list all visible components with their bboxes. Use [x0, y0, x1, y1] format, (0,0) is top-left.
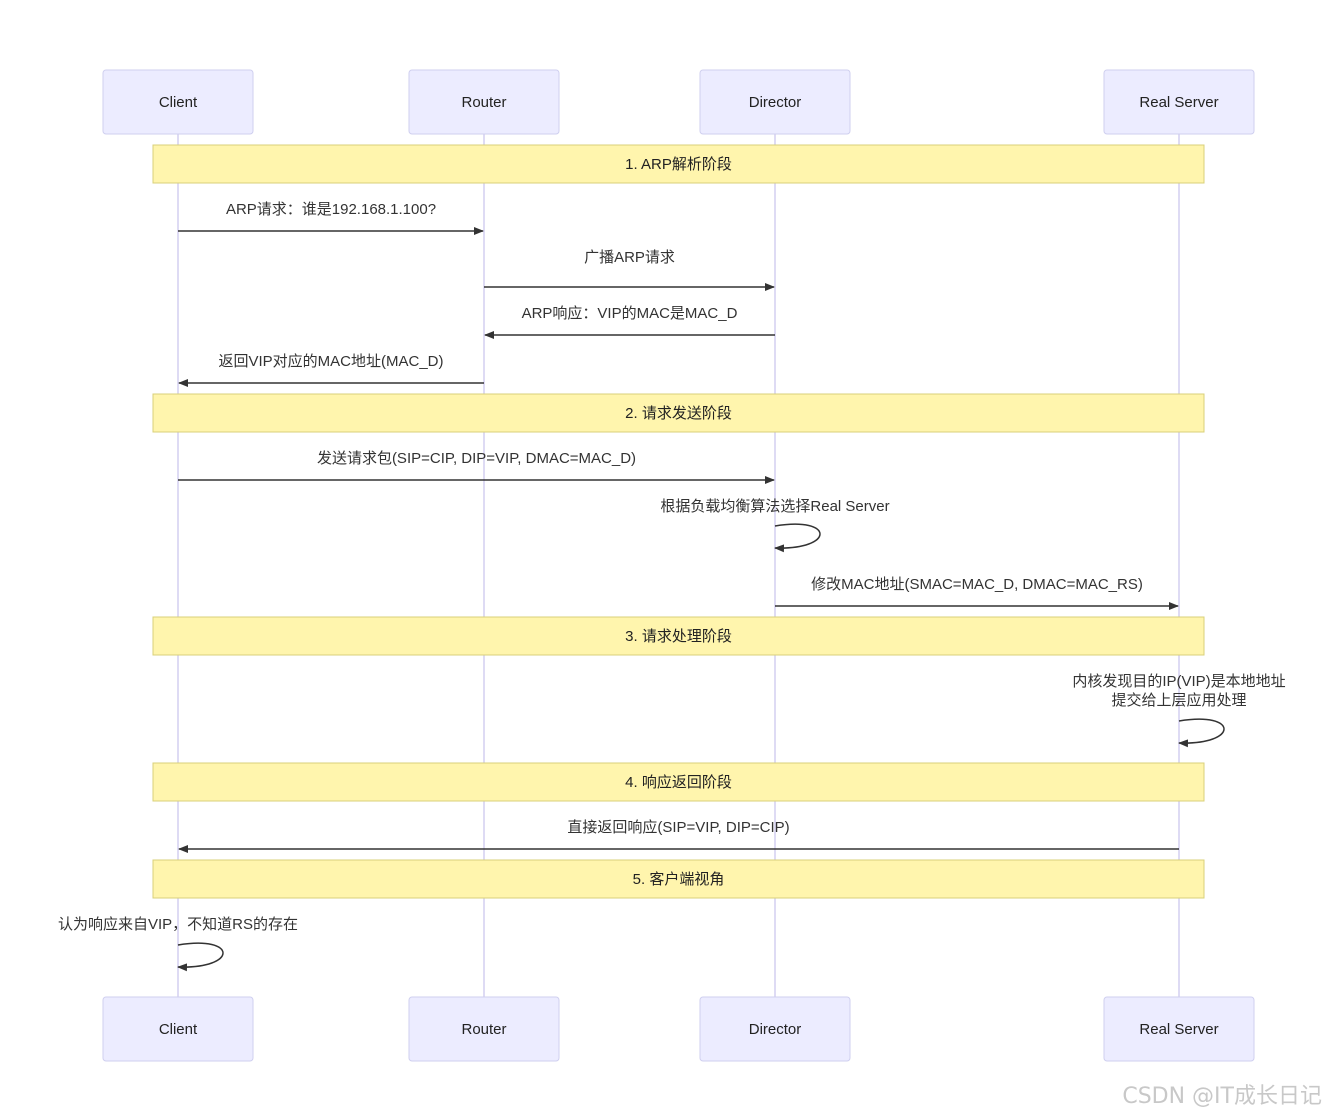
phase-label: 3. 请求处理阶段	[625, 628, 732, 645]
phase-note: 2. 请求发送阶段	[152, 393, 1205, 433]
actor-director-bottom: Director	[699, 996, 851, 1062]
message-label: 修改MAC地址(SMAC=MAC_D, DMAC=MAC_RS)	[811, 576, 1143, 593]
self-loop-arrow	[177, 942, 224, 972]
actor-rs-top: Real Server	[1103, 69, 1255, 135]
actor-label: Real Server	[1139, 94, 1218, 111]
message-arrow: 发送请求包(SIP=CIP, DIP=VIP, DMAC=MAC_D)	[178, 450, 775, 484]
phase-note: 3. 请求处理阶段	[152, 616, 1205, 656]
phase-note: 1. ARP解析阶段	[152, 144, 1205, 184]
phase-label: 1. ARP解析阶段	[625, 156, 732, 173]
actor-client-top: Client	[102, 69, 254, 135]
message-label: 内核发现目的IP(VIP)是本地地址	[1072, 673, 1285, 690]
actor-router-bottom: Router	[408, 996, 560, 1062]
message-label: 返回VIP对应的MAC地址(MAC_D)	[218, 352, 443, 370]
actor-label: Client	[159, 94, 198, 111]
message-label: 根据负载均衡算法选择Real Server	[660, 497, 889, 515]
self-message: 根据负载均衡算法选择Real Server	[660, 497, 890, 553]
actor-label: Client	[159, 1021, 198, 1038]
message-label: 认为响应来自VIP，不知道RS的存在	[58, 915, 298, 933]
actor-director-top: Director	[699, 69, 851, 135]
message-label: 提交给上层应用处理	[1111, 691, 1246, 709]
message-arrow: ARP响应：VIP的MAC是MAC_D	[484, 304, 775, 339]
message-label: ARP请求：谁是192.168.1.100?	[226, 201, 436, 218]
message-arrow: 返回VIP对应的MAC地址(MAC_D)	[178, 352, 484, 387]
message-label: ARP响应：VIP的MAC是MAC_D	[522, 304, 738, 322]
message-label: 广播ARP请求	[584, 249, 675, 266]
actor-label: Director	[749, 1021, 802, 1038]
actor-label: Director	[749, 94, 802, 111]
phase-label: 2. 请求发送阶段	[625, 405, 732, 422]
self-loop-arrow	[1178, 718, 1225, 748]
actor-label: Real Server	[1139, 1021, 1218, 1038]
actor-label: Router	[461, 94, 506, 111]
actor-rs-bottom: Real Server	[1103, 996, 1255, 1062]
phase-note: 4. 响应返回阶段	[152, 762, 1205, 802]
phase-note: 5. 客户端视角	[152, 859, 1205, 899]
phase-label: 5. 客户端视角	[633, 871, 725, 888]
message-arrow: ARP请求：谁是192.168.1.100?	[178, 201, 484, 235]
actor-label: Router	[461, 1021, 506, 1038]
message-label: 直接返回响应(SIP=VIP, DIP=CIP)	[567, 818, 789, 836]
self-message: 认为响应来自VIP，不知道RS的存在	[58, 915, 298, 972]
message-arrow: 修改MAC地址(SMAC=MAC_D, DMAC=MAC_RS)	[775, 576, 1179, 610]
phase-label: 4. 响应返回阶段	[625, 773, 732, 791]
watermark: CSDN @IT成长日记	[1122, 1084, 1322, 1109]
message-arrow: 广播ARP请求	[484, 249, 775, 291]
message-label: 发送请求包(SIP=CIP, DIP=VIP, DMAC=MAC_D)	[317, 450, 636, 467]
actor-router-top: Router	[408, 69, 560, 135]
message-arrow: 直接返回响应(SIP=VIP, DIP=CIP)	[178, 818, 1179, 853]
actor-client-bottom: Client	[102, 996, 254, 1062]
self-loop-arrow	[774, 523, 821, 553]
